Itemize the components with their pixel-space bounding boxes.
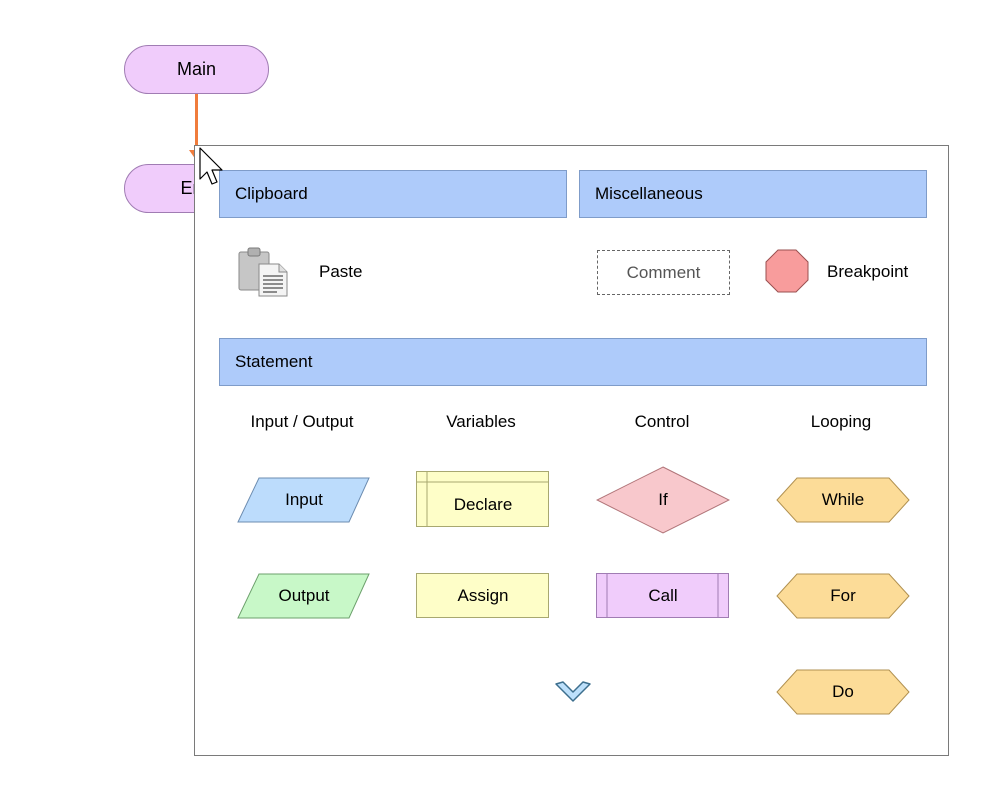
mouse-pointer-icon — [199, 147, 223, 185]
hexagon-for-icon — [776, 573, 910, 619]
show-more-button[interactable] — [554, 680, 592, 706]
assign-variable-icon — [416, 573, 549, 618]
hexagon-while-icon — [776, 477, 910, 523]
hexagon-do-icon — [776, 669, 910, 715]
column-label-input-output: Input / Output — [250, 412, 354, 431]
parallelogram-input-icon — [237, 477, 370, 523]
breakpoint-label: Breakpoint — [827, 262, 909, 281]
declare-shape-button[interactable]: Declare — [416, 471, 550, 527]
clipboard-section-header: Clipboard — [219, 170, 567, 218]
column-label-looping: Looping — [810, 412, 872, 431]
breakpoint-button[interactable]: Breakpoint — [765, 249, 925, 295]
do-shape-button[interactable]: Do — [776, 669, 910, 715]
clipboard-paste-icon — [238, 247, 288, 297]
clipboard-header-label: Clipboard — [235, 184, 308, 203]
miscellaneous-section-header: Miscellaneous — [579, 170, 927, 218]
output-shape-button[interactable]: Output — [237, 573, 371, 619]
main-terminal-label: Main — [176, 59, 216, 79]
comment-button[interactable]: Comment — [597, 250, 730, 295]
while-shape-label: While — [821, 490, 865, 509]
while-shape-button[interactable]: While — [776, 477, 910, 523]
main-terminal[interactable]: Main — [124, 45, 269, 94]
add-shape-popup: Clipboard Paste Miscellaneous Comment Br… — [194, 145, 949, 756]
paste-button[interactable]: Paste — [237, 246, 367, 298]
paste-label: Paste — [319, 262, 363, 281]
diamond-if-icon — [596, 466, 730, 534]
call-subroutine-icon — [596, 573, 729, 618]
if-shape-label: If — [658, 490, 668, 509]
declare-shape-label: Declare — [453, 495, 513, 514]
flow-connector — [195, 94, 198, 164]
statement-header-label: Statement — [235, 352, 313, 371]
if-shape-button[interactable]: If — [596, 466, 730, 534]
call-shape-button[interactable]: Call — [596, 573, 730, 619]
call-shape-label: Call — [648, 586, 678, 605]
for-shape-label: For — [830, 586, 856, 605]
input-shape-label: Input — [285, 490, 323, 509]
declare-variable-icon — [416, 471, 549, 527]
comment-label: Comment — [626, 262, 701, 282]
assign-shape-button[interactable]: Assign — [416, 573, 550, 619]
chevron-down-icon — [555, 681, 591, 702]
for-shape-button[interactable]: For — [776, 573, 910, 619]
miscellaneous-header-label: Miscellaneous — [595, 184, 703, 203]
statement-section-header: Statement — [219, 338, 927, 386]
output-shape-label: Output — [278, 586, 330, 605]
column-label-variables: Variables — [446, 412, 516, 431]
parallelogram-output-icon — [237, 573, 370, 619]
assign-shape-label: Assign — [457, 586, 509, 605]
input-shape-button[interactable]: Input — [237, 477, 371, 523]
column-label-control: Control — [634, 412, 690, 431]
do-shape-label: Do — [832, 682, 854, 701]
octagon-stop-icon — [765, 249, 809, 293]
